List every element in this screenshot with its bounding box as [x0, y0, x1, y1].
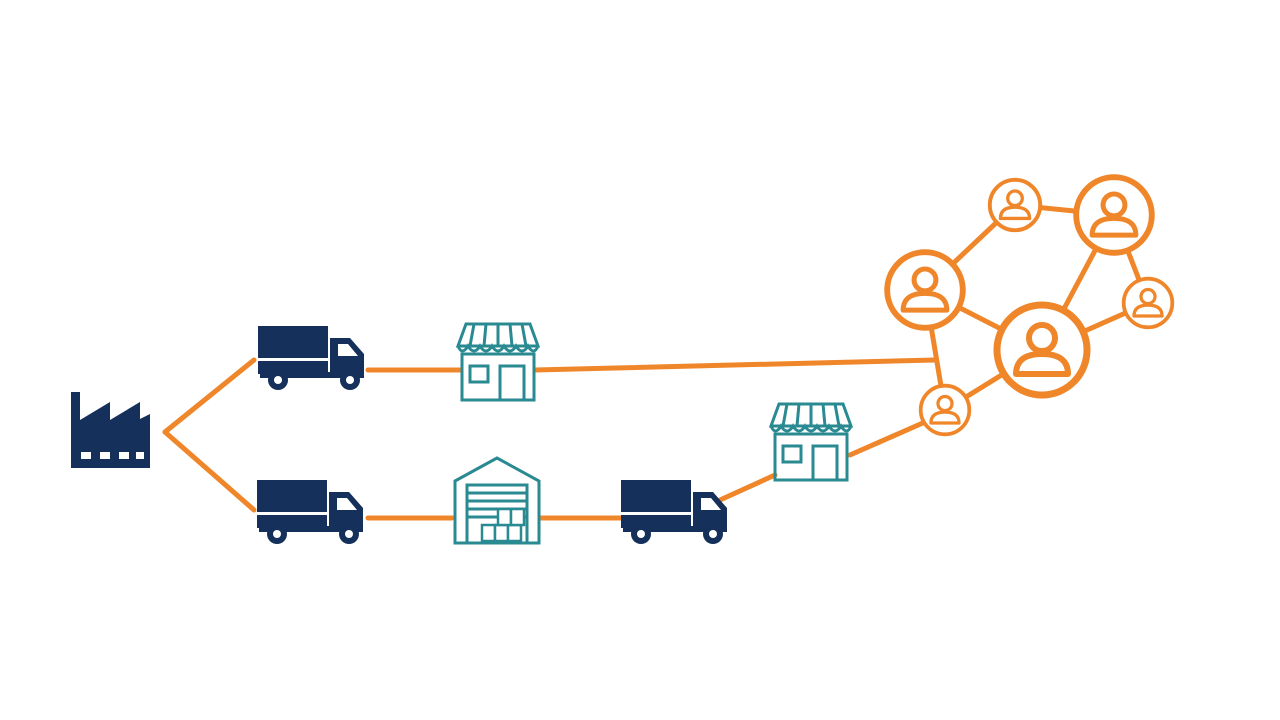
customer-icon	[1076, 177, 1152, 253]
customer-icon	[918, 383, 972, 437]
connector-store-upper-network	[532, 357, 938, 373]
connector-truck-lower-2-store	[717, 472, 778, 503]
storefront-icon	[769, 402, 853, 482]
customer-icon	[987, 177, 1043, 233]
customer-icon	[1121, 276, 1175, 330]
storefront-icon	[456, 322, 540, 402]
warehouse-icon	[453, 456, 541, 545]
customer-icon	[887, 252, 963, 328]
connector-factory-truck-lower	[162, 429, 257, 513]
truck-icon	[257, 480, 363, 544]
customer-icon	[997, 305, 1087, 395]
connector-factory-truck-upper	[162, 357, 257, 435]
customer-network-icon	[887, 177, 1175, 437]
truck-icon	[258, 326, 364, 390]
truck-icon	[621, 480, 727, 544]
factory-icon	[71, 392, 150, 468]
connector-store-lower-network	[847, 419, 928, 458]
